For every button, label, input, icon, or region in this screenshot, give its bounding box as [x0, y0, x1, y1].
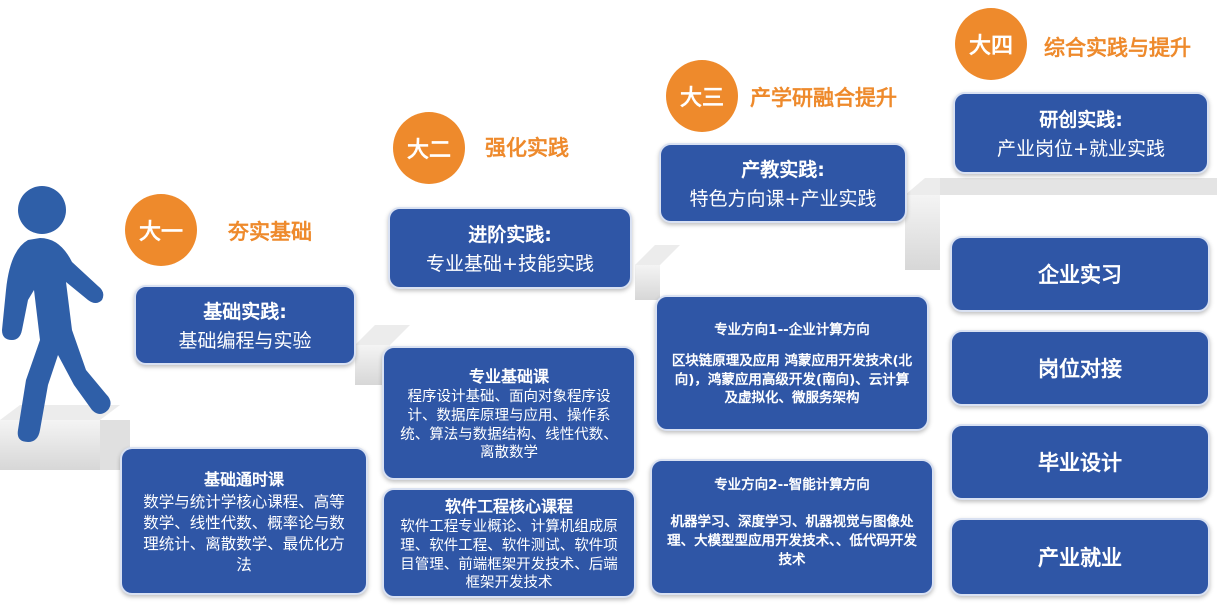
year2-course2-title: 软件工程核心课程: [444, 496, 573, 516]
year1-title: 夯实基础: [228, 220, 312, 244]
year3-dir2-box: 专业方向2--智能计算方向 机器学习、深度学习、机器视觉与图像处理、大模型型应用…: [650, 459, 934, 595]
year1-course-title: 基础通时课: [203, 470, 284, 490]
year1-course-body: 数学与统计学核心课程、高等数学、线性代数、概率论与数理统计、离散数学、最优化方法: [143, 493, 345, 574]
year3-dir1-body: 区块链原理及应用 鸿蒙应用开发技术(北向)，鸿蒙应用高级开发(南向)、云计算及虚…: [671, 352, 913, 407]
year4-item-label: 岗位对接: [1038, 357, 1122, 381]
year3-badge: 大三: [666, 60, 738, 132]
year3-title: 产学研融合提升: [750, 86, 897, 110]
year4-item-label: 企业实习: [1038, 263, 1122, 287]
year2-title: 强化实践: [485, 136, 569, 160]
year2-practice-body: 专业基础+技能实践: [426, 253, 594, 275]
year3-dir2-title: 专业方向2--智能计算方向: [714, 477, 870, 493]
year2-course1-box: 专业基础课 程序设计基础、面向对象程序设计、数据库原理与应用、操作系统、算法与数…: [382, 346, 636, 480]
year2-course1-body: 程序设计基础、面向对象程序设计、数据库原理与应用、操作系统、算法与数据结构、线性…: [400, 388, 618, 462]
year3-dir1-box: 专业方向1--企业计算方向 区块链原理及应用 鸿蒙应用开发技术(北向)，鸿蒙应用…: [655, 295, 929, 431]
year2-course2-box: 软件工程核心课程 软件工程专业概论、计算机组成原理、软件工程、软件测试、软件项目…: [382, 488, 636, 598]
year4-practice-body: 产业岗位+就业实践: [997, 138, 1165, 160]
year3-dir1-title: 专业方向1--企业计算方向: [714, 321, 870, 338]
walking-person-icon: [2, 186, 111, 442]
year1-practice-body: 基础编程与实验: [178, 330, 312, 352]
year1-practice-title: 基础实践:: [203, 301, 287, 323]
year2-practice-box: 进阶实践: 专业基础+技能实践: [388, 207, 632, 289]
year4-item-box: 岗位对接: [950, 330, 1210, 406]
year2-course1-title: 专业基础课: [468, 366, 549, 386]
year3-dir2-body: 机器学习、深度学习、机器视觉与图像处理、大模型型应用开发技术、、低代码开发技术: [667, 514, 917, 568]
year3-practice-body: 特色方向课+产业实践: [689, 188, 877, 210]
year2-practice-title: 进阶实践:: [468, 224, 552, 246]
year4-item-label: 毕业设计: [1038, 451, 1122, 475]
year4-title: 综合实践与提升: [1044, 36, 1191, 60]
year4-item-box: 企业实习: [950, 236, 1210, 312]
year2-course2-body: 软件工程专业概论、计算机组成原理、软件工程、软件测试、软件项目管理、前端框架开发…: [400, 518, 618, 592]
year1-course-box: 基础通时课 数学与统计学核心课程、高等数学、线性代数、概率论与数理统计、离散数学…: [120, 447, 368, 595]
year4-badge: 大四: [955, 8, 1027, 80]
year3-practice-box: 产教实践: 特色方向课+产业实践: [659, 143, 907, 223]
year4-item-box: 毕业设计: [950, 424, 1210, 500]
year2-badge: 大二: [393, 112, 465, 184]
year4-item-label: 产业就业: [1038, 546, 1122, 570]
year1-practice-box: 基础实践: 基础编程与实验: [134, 285, 356, 365]
year4-practice-box: 研创实践: 产业岗位+就业实践: [953, 92, 1209, 174]
year4-practice-title: 研创实践:: [1039, 109, 1123, 131]
year4-item-box: 产业就业: [950, 518, 1210, 596]
year3-practice-title: 产教实践:: [741, 159, 825, 181]
year1-badge: 大一: [125, 194, 197, 266]
